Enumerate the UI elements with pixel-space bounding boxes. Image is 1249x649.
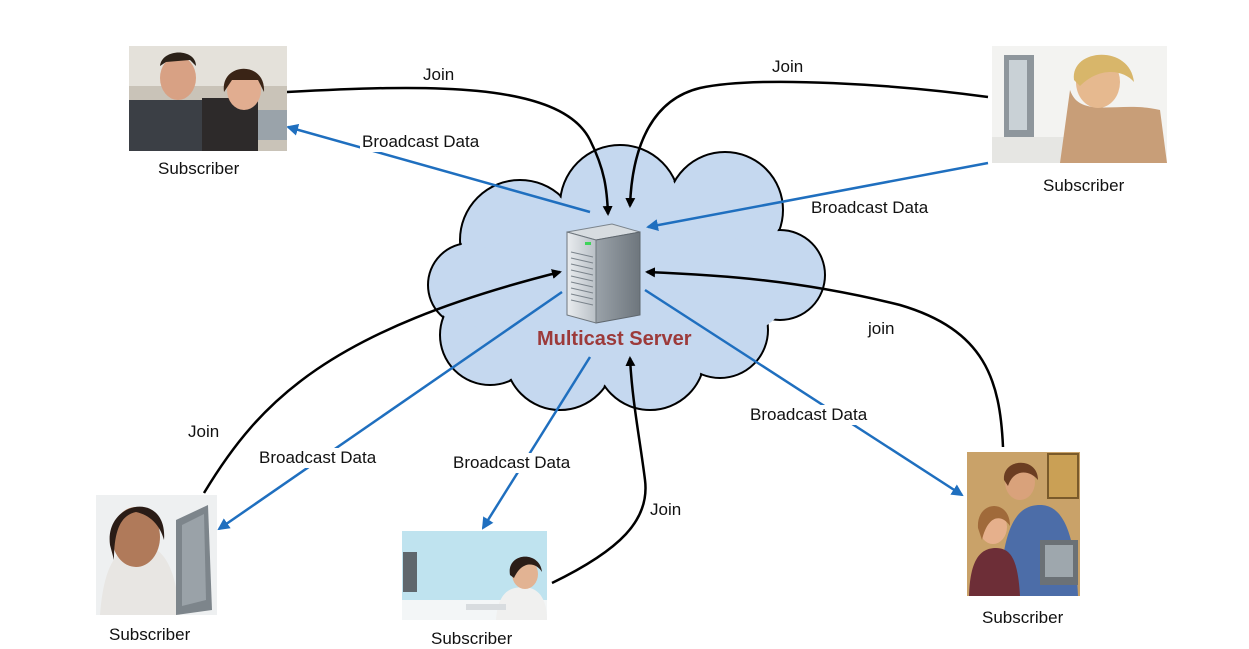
subscriber-photo-bottom-center (402, 531, 547, 620)
broadcast-label-top-left: Broadcast Data (360, 132, 482, 152)
subscriber-label-top-left: Subscriber (158, 159, 240, 178)
server-label: Multicast Server (537, 328, 692, 350)
subscriber-label-bottom-right: Subscriber (982, 608, 1064, 627)
join-label-bottom-center: Join (650, 500, 682, 519)
broadcast-label-bottom-right: Broadcast Data (748, 405, 870, 425)
broadcast-arrow-bottom-left (217, 290, 563, 531)
subscriber-photo-bottom-right (967, 452, 1080, 596)
broadcast-label-top-right: Broadcast Data (809, 198, 931, 218)
join-arrow-bottom-center (551, 356, 647, 585)
broadcast-arrows (217, 123, 989, 531)
broadcast-arrow-bottom-right (644, 288, 964, 497)
broadcast-arrow-top-left (286, 123, 591, 214)
broadcast-arrow-top-right (646, 161, 989, 232)
broadcast-arrow-bottom-center (481, 356, 592, 530)
subscriber-label-top-right: Subscriber (1043, 176, 1125, 195)
subscriber-label-bottom-center: Subscriber (431, 629, 513, 648)
join-label-top-right: Join (772, 57, 804, 76)
join-arrow-bottom-left (202, 269, 562, 494)
subscriber-photo-top-left (129, 46, 287, 151)
join-label-right: join (868, 319, 895, 338)
subscriber-photo-bottom-left (96, 495, 217, 615)
join-arrow-top-right (625, 80, 989, 208)
broadcast-label-bottom-left: Broadcast Data (257, 448, 379, 468)
join-arrow-top-left (286, 86, 613, 216)
join-arrows (202, 80, 1005, 585)
broadcast-label-bottom-center: Broadcast Data (451, 453, 573, 473)
join-label-bottom-left: Join (188, 422, 220, 441)
subscriber-photo-top-right (992, 46, 1167, 163)
server-icon (566, 223, 641, 324)
subscriber-label-bottom-left: Subscriber (109, 625, 191, 644)
cloud-shape (427, 144, 826, 411)
join-arrow-right (645, 267, 1005, 448)
join-label-top-left: Join (423, 65, 455, 84)
